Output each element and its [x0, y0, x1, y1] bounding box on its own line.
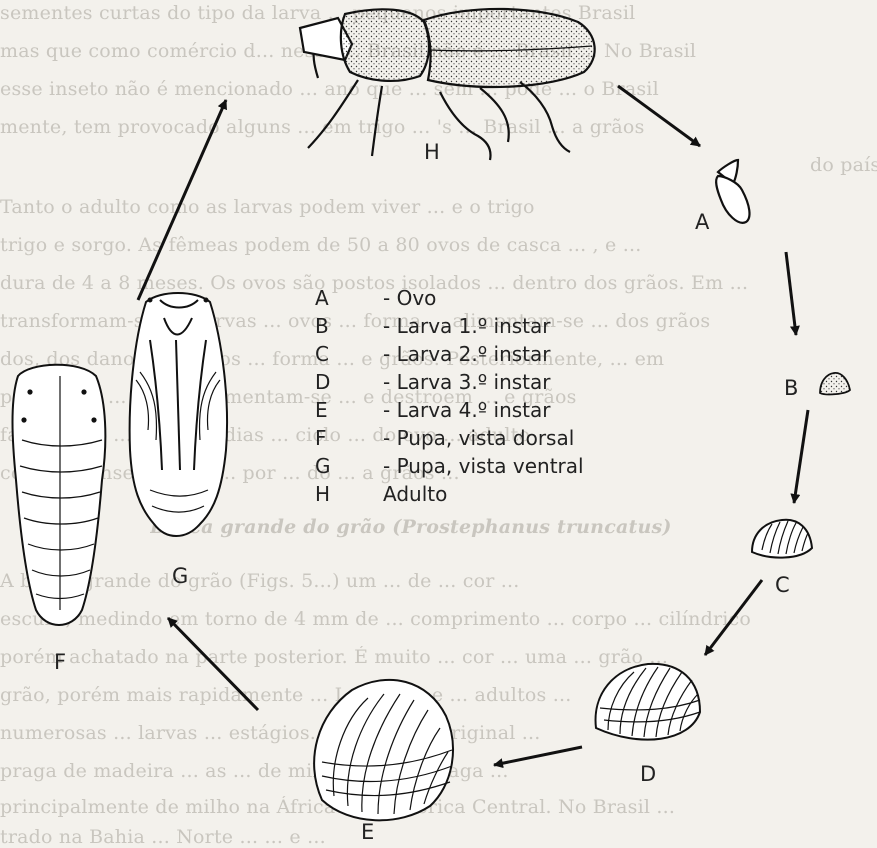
legend-row-f: F - Pupa, vista dorsal — [315, 424, 584, 452]
legend-desc: - Ovo — [383, 284, 436, 312]
legend-key: C — [315, 340, 383, 368]
legend-row-a: A - Ovo — [315, 284, 584, 312]
arrow-d-to-e — [494, 747, 582, 765]
label-f: F — [54, 650, 66, 674]
legend-desc: - Larva 2.º instar — [383, 340, 550, 368]
arrow-b-to-c — [794, 410, 808, 503]
label-g: G — [172, 564, 188, 588]
legend-key: E — [315, 396, 383, 424]
arrow-a-to-b — [786, 252, 796, 335]
arrow-g-to-h — [138, 100, 226, 300]
legend-row-b: B - Larva 1.º instar — [315, 312, 584, 340]
arrow-h-to-a — [618, 86, 700, 146]
label-e: E — [361, 820, 374, 844]
larva-4th-instar-drawing — [314, 680, 453, 820]
legend-row-c: C - Larva 2.º instar — [315, 340, 584, 368]
legend-row-g: G - Pupa, vista ventral — [315, 452, 584, 480]
legend-row-e: E - Larva 4.º instar — [315, 396, 584, 424]
legend-key: A — [315, 284, 383, 312]
label-d: D — [640, 762, 656, 786]
pupa-dorsal-drawing — [13, 365, 106, 625]
larva-1st-instar-drawing — [820, 373, 850, 395]
legend-key: G — [315, 452, 383, 480]
legend: A - Ovo B - Larva 1.º instar C - Larva 2… — [315, 284, 584, 508]
label-h: H — [424, 140, 440, 164]
pupa-ventral-drawing — [130, 293, 227, 536]
larva-2nd-instar-drawing — [752, 520, 812, 558]
legend-row-h: H Adulto — [315, 480, 584, 508]
arrow-c-to-d — [705, 580, 762, 655]
label-c: C — [775, 573, 790, 597]
adult-beetle-drawing — [300, 9, 595, 160]
arrow-e-to-g — [168, 618, 258, 710]
larva-3rd-instar-drawing — [596, 664, 700, 740]
legend-desc: Adulto — [383, 480, 447, 508]
legend-key: B — [315, 312, 383, 340]
legend-key: F — [315, 424, 383, 452]
legend-desc: - Larva 3.º instar — [383, 368, 550, 396]
legend-desc: - Pupa, vista ventral — [383, 452, 584, 480]
egg-drawing — [716, 160, 749, 223]
legend-key: D — [315, 368, 383, 396]
label-a: A — [695, 210, 709, 234]
legend-desc: - Larva 1.º instar — [383, 312, 550, 340]
legend-desc: - Larva 4.º instar — [383, 396, 550, 424]
legend-row-d: D - Larva 3.º instar — [315, 368, 584, 396]
legend-key: H — [315, 480, 383, 508]
label-b: B — [784, 376, 798, 400]
legend-desc: - Pupa, vista dorsal — [383, 424, 574, 452]
